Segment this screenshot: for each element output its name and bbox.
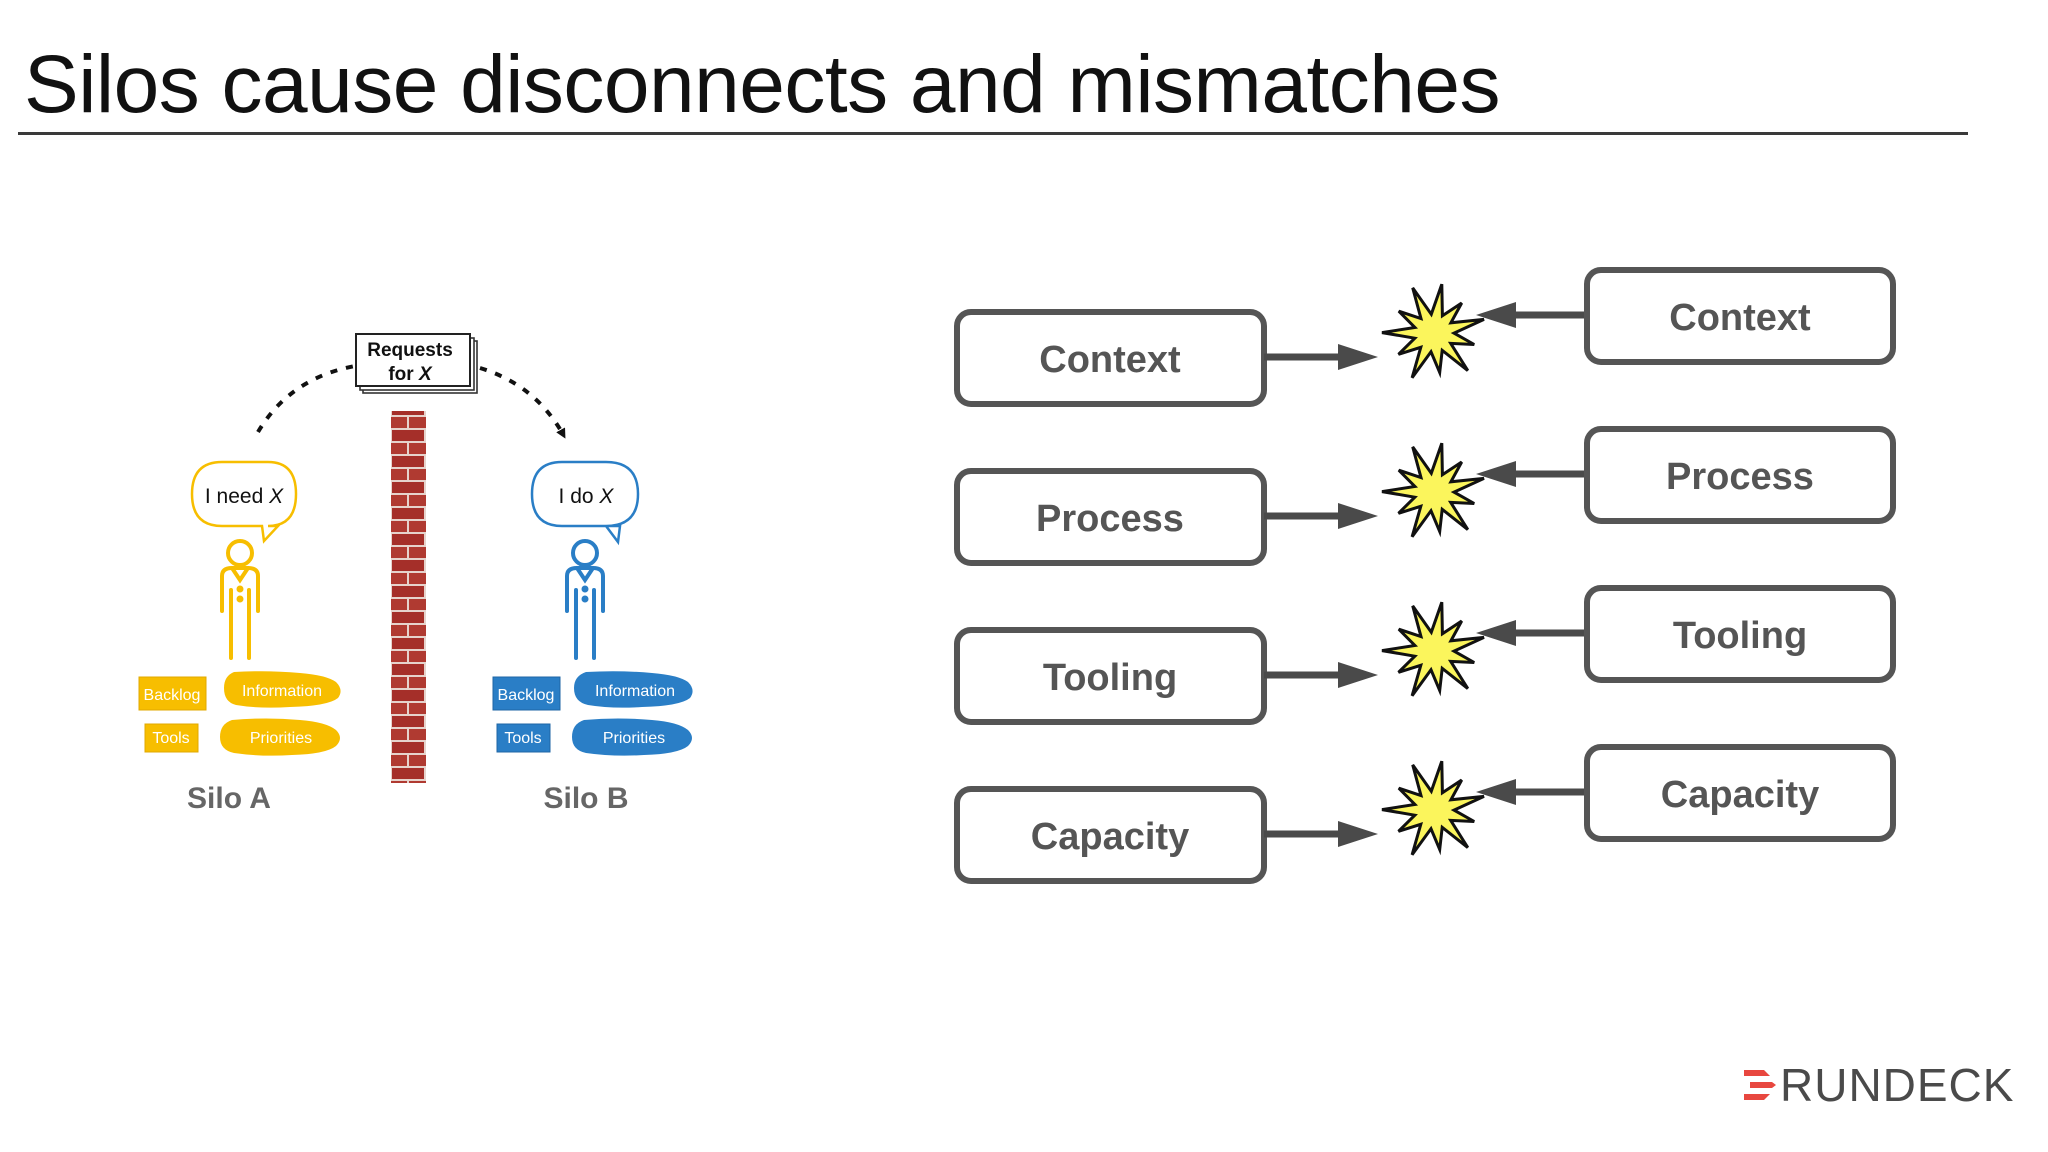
collision-burst-icon [1381, 283, 1485, 379]
silo-a: I need X Backlog Information T [138, 460, 341, 815]
silo-b-label: Silo B [543, 782, 628, 815]
silo-b: I do X Backlog Information Tools [492, 460, 693, 815]
left-box-context: Context [954, 309, 1267, 407]
silo-b-speech-prefix: I do [559, 485, 600, 508]
collision-burst-icon [1381, 601, 1485, 697]
silo-b-speech-bubble [530, 460, 640, 546]
arrow-left-icon [1476, 779, 1586, 805]
requests-card: Requests for X [355, 333, 478, 394]
request-arc-left [256, 364, 356, 434]
requests-card-var: X [418, 364, 433, 385]
svg-text:Priorities: Priorities [603, 730, 665, 747]
arrow-left-icon [1476, 302, 1586, 328]
arrow-right-icon [1264, 344, 1378, 370]
silo-a-speech-var: X [268, 485, 284, 508]
right-box-capacity: Capacity [1584, 744, 1896, 842]
svg-text:Tools: Tools [504, 730, 541, 747]
arrow-left-icon [1476, 461, 1586, 487]
left-box-label: Process [1036, 498, 1184, 540]
svg-text:Information: Information [242, 683, 322, 700]
title-underline [18, 132, 1968, 135]
silo-b-tag-information: Information [574, 671, 693, 708]
svg-text:I do X: I do X [559, 485, 615, 508]
silo-a-tag-information: Information [224, 671, 341, 708]
silo-a-label: Silo A [187, 782, 271, 815]
svg-text:Priorities: Priorities [250, 730, 312, 747]
svg-text:I need X: I need X [205, 485, 284, 508]
collision-burst-icon [1381, 760, 1485, 856]
arrow-right-icon [1264, 503, 1378, 529]
right-box-label: Process [1666, 456, 1814, 498]
brick-wall [391, 411, 426, 783]
silo-a-speech-bubble [190, 460, 298, 544]
svg-text:Information: Information [595, 683, 675, 700]
arrow-left-icon [1476, 620, 1586, 646]
rundeck-logo-text: RUNDECK [1780, 1059, 2015, 1111]
left-box-label: Context [1039, 339, 1181, 381]
right-box-label: Tooling [1673, 615, 1807, 657]
left-box-process: Process [954, 468, 1267, 566]
silo-b-tag-backlog: Backlog [492, 676, 561, 711]
silo-b-tag-priorities: Priorities [572, 718, 692, 756]
arrow-right-icon [1264, 821, 1378, 847]
right-box-process: Process [1584, 426, 1896, 524]
rundeck-logo-mark [1744, 1070, 1776, 1100]
silo-diagram: Requests for X I need X Backlog [138, 333, 693, 815]
left-box-label: Capacity [1031, 816, 1189, 858]
request-arc-right [479, 366, 566, 439]
left-box-capacity: Capacity [954, 786, 1267, 884]
left-box-label: Tooling [1043, 657, 1177, 699]
requests-card-line1: Requests [367, 340, 453, 361]
right-box-label: Context [1669, 297, 1811, 339]
silo-a-tag-tools: Tools [144, 723, 199, 753]
left-box-tooling: Tooling [954, 627, 1267, 725]
silo-a-person-icon [220, 539, 260, 660]
svg-text:for X: for X [388, 364, 433, 385]
right-box-label: Capacity [1661, 774, 1819, 816]
silo-a-tag-priorities: Priorities [220, 718, 340, 756]
silo-b-person-icon [565, 539, 605, 660]
svg-text:Tools: Tools [152, 730, 189, 747]
silo-b-speech-var: X [598, 485, 614, 508]
arrow-right-icon [1264, 662, 1378, 688]
silo-b-tag-tools: Tools [496, 723, 551, 753]
silo-a-speech-prefix: I need [205, 485, 269, 508]
rundeck-logo: RUNDECK [1742, 1062, 2014, 1108]
slide-title: Silos cause disconnects and mismatches [24, 39, 1500, 130]
right-box-context: Context [1584, 267, 1896, 365]
svg-text:Requests: Requests [367, 340, 453, 361]
mismatch-diagram: ContextContextProcessProcessToolingTooli… [954, 267, 1896, 884]
svg-text:Backlog: Backlog [144, 687, 201, 704]
silo-a-tag-backlog: Backlog [138, 676, 207, 711]
requests-card-prefix: for [388, 364, 419, 385]
collision-burst-icon [1381, 442, 1485, 538]
svg-text:Backlog: Backlog [498, 687, 555, 704]
right-box-tooling: Tooling [1584, 585, 1896, 683]
